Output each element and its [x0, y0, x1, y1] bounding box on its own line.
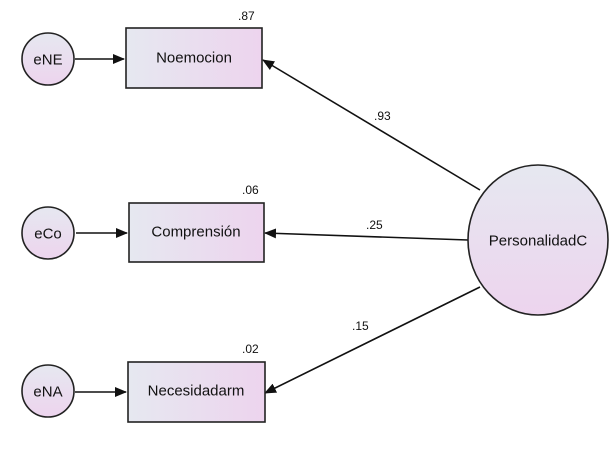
- indicator-label: Comprensión: [151, 224, 240, 241]
- arrow-personalidad-to-comprension: [264, 228, 469, 241]
- loading-necesidadarm: .15: [352, 319, 369, 333]
- indicator-comprension: Comprensión: [128, 202, 265, 263]
- arrow-personalidad-to-necesidadarm: [264, 286, 481, 394]
- r2-comprension: .06: [242, 183, 259, 197]
- loading-noemocion: .93: [374, 109, 391, 123]
- error-label: eNE: [33, 52, 62, 69]
- latent-label: PersonalidadC: [489, 233, 588, 250]
- indicator-label: Necesidadarm: [148, 383, 245, 400]
- r2-noemocion: .87: [238, 9, 255, 23]
- error-label: eNA: [33, 384, 62, 401]
- error-label: eCo: [34, 226, 62, 243]
- indicator-label: Noemocion: [156, 50, 232, 67]
- indicator-noemocion: Noemocion: [125, 27, 263, 89]
- r2-necesidadarm: .02: [242, 342, 259, 356]
- error-node-eNE: eNE: [21, 32, 75, 86]
- latent-personalidadc: PersonalidadC: [467, 164, 609, 316]
- indicator-necesidadarm: Necesidadarm: [127, 361, 266, 423]
- arrow-personalidad-to-noemocion: [262, 59, 481, 191]
- loading-comprension: .25: [366, 218, 383, 232]
- error-node-eNA: eNA: [21, 364, 75, 418]
- error-node-eCo: eCo: [21, 206, 75, 260]
